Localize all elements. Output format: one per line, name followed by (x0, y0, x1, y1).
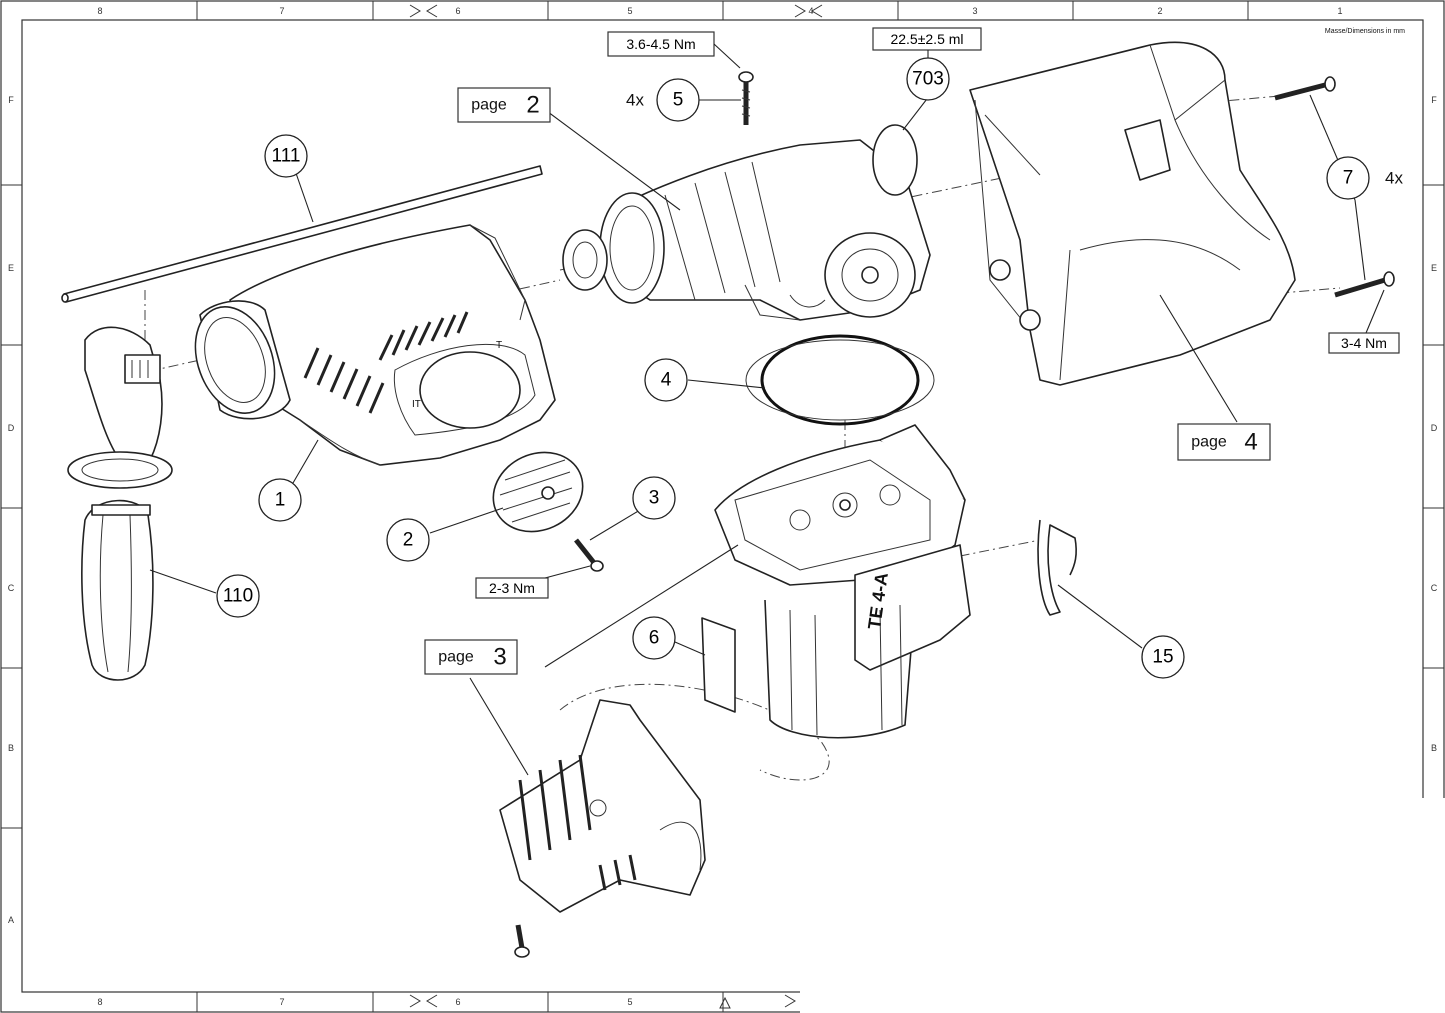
row-labels-right: F E D C B (1431, 95, 1438, 753)
row-label: A (8, 915, 14, 925)
svg-text:4: 4 (661, 370, 672, 391)
svg-text:page: page (1191, 434, 1227, 451)
torque-spec-5: 3.6-4.5 Nm (607, 31, 741, 69)
callout-7: 7 (1326, 156, 1370, 200)
dimensions-note: Masse/Dimensions in mm (1325, 28, 1405, 35)
callout-15: 15 (1141, 635, 1185, 679)
page-ref-2: page 2 (457, 87, 551, 123)
svg-text:3: 3 (493, 644, 506, 671)
row-label: D (1431, 423, 1438, 433)
svg-text:2: 2 (526, 92, 539, 119)
row-label: C (8, 583, 15, 593)
svg-text:3: 3 (649, 488, 660, 509)
column-label: 8 (97, 997, 102, 1007)
svg-text:111: 111 (272, 146, 301, 167)
svg-text:7: 7 (1343, 168, 1354, 189)
row-label: E (1431, 263, 1437, 273)
row-label: F (1431, 95, 1437, 105)
svg-text:15: 15 (1152, 647, 1173, 668)
callout-6: 6 (632, 616, 676, 660)
column-labels-bottom: 8 7 6 5 (97, 997, 632, 1007)
quantity-7: 4x (1385, 169, 1403, 188)
electronics-cover-part (499, 699, 706, 958)
svg-text:110: 110 (223, 586, 253, 607)
blank-area (800, 798, 1445, 1013)
row-label: B (1431, 743, 1437, 753)
o-ring-part (745, 334, 935, 426)
selector-knob-part (492, 451, 584, 533)
gearbox-screw-part (738, 71, 754, 125)
gearbox-motor-assembly (562, 124, 931, 321)
callout-110: 110 (216, 574, 260, 618)
mode-symbol: IT (412, 399, 421, 410)
quantity-5: 4x (626, 91, 644, 110)
column-label: 8 (97, 6, 102, 16)
rear-handle-housing-assembly (969, 41, 1296, 386)
row-label: F (8, 95, 14, 105)
column-label: 7 (279, 997, 284, 1007)
page-ref-4: page 4 (1177, 423, 1271, 461)
motor-housing-assembly: TE 4-A (714, 424, 971, 739)
column-label: 4 (808, 6, 813, 16)
torque-spec-3: 2-3 Nm (475, 577, 549, 599)
column-label: 7 (279, 6, 284, 16)
svg-text:22.5±2.5 ml: 22.5±2.5 ml (890, 31, 963, 47)
callout-703: 703 (906, 57, 950, 101)
column-label: 1 (1337, 6, 1342, 16)
row-label: B (8, 743, 14, 753)
grease-spec-703: 22.5±2.5 ml (872, 27, 982, 58)
svg-text:page: page (438, 649, 474, 666)
side-rod-part (61, 165, 543, 303)
column-label: 5 (627, 6, 632, 16)
svg-text:1: 1 (275, 490, 286, 511)
callout-3: 3 (632, 476, 676, 520)
callout-2: 2 (386, 518, 430, 562)
row-labels-left: F E D C B A (8, 95, 15, 925)
svg-text:5: 5 (673, 90, 684, 111)
svg-text:3.6-4.5 Nm: 3.6-4.5 Nm (626, 36, 695, 52)
row-label: E (8, 263, 14, 273)
callout-111: 111 (264, 134, 308, 178)
column-label: 6 (455, 6, 460, 16)
label-plate-part (701, 617, 736, 713)
row-label: D (8, 423, 15, 433)
callout-5: 5 (656, 78, 700, 122)
svg-text:703: 703 (912, 69, 944, 90)
column-label: 3 (972, 6, 977, 16)
handle-screws-part (1274, 76, 1395, 298)
row-label: C (1431, 583, 1438, 593)
callout-4: 4 (644, 358, 688, 402)
side-handle-part (67, 326, 173, 681)
svg-text:6: 6 (649, 628, 660, 649)
svg-text:page: page (471, 97, 507, 114)
leader-lines (149, 94, 1385, 776)
svg-text:3-4 Nm: 3-4 Nm (1341, 335, 1387, 351)
svg-text:2-3 Nm: 2-3 Nm (489, 580, 535, 596)
selector-screw-part (574, 538, 604, 572)
spring-clip-part (1037, 519, 1077, 616)
front-housing-part: IT T (194, 224, 556, 466)
column-label: 6 (455, 997, 460, 1007)
mode-symbol: T (496, 340, 502, 351)
svg-text:4: 4 (1244, 429, 1257, 456)
callout-1: 1 (258, 478, 302, 522)
column-label: 5 (627, 997, 632, 1007)
column-label: 2 (1157, 6, 1162, 16)
svg-text:2: 2 (403, 530, 414, 551)
torque-spec-7: 3-4 Nm (1328, 332, 1400, 354)
page-ref-3: page 3 (424, 639, 518, 675)
column-labels-top: 8 7 6 5 4 3 2 1 (97, 6, 1342, 16)
